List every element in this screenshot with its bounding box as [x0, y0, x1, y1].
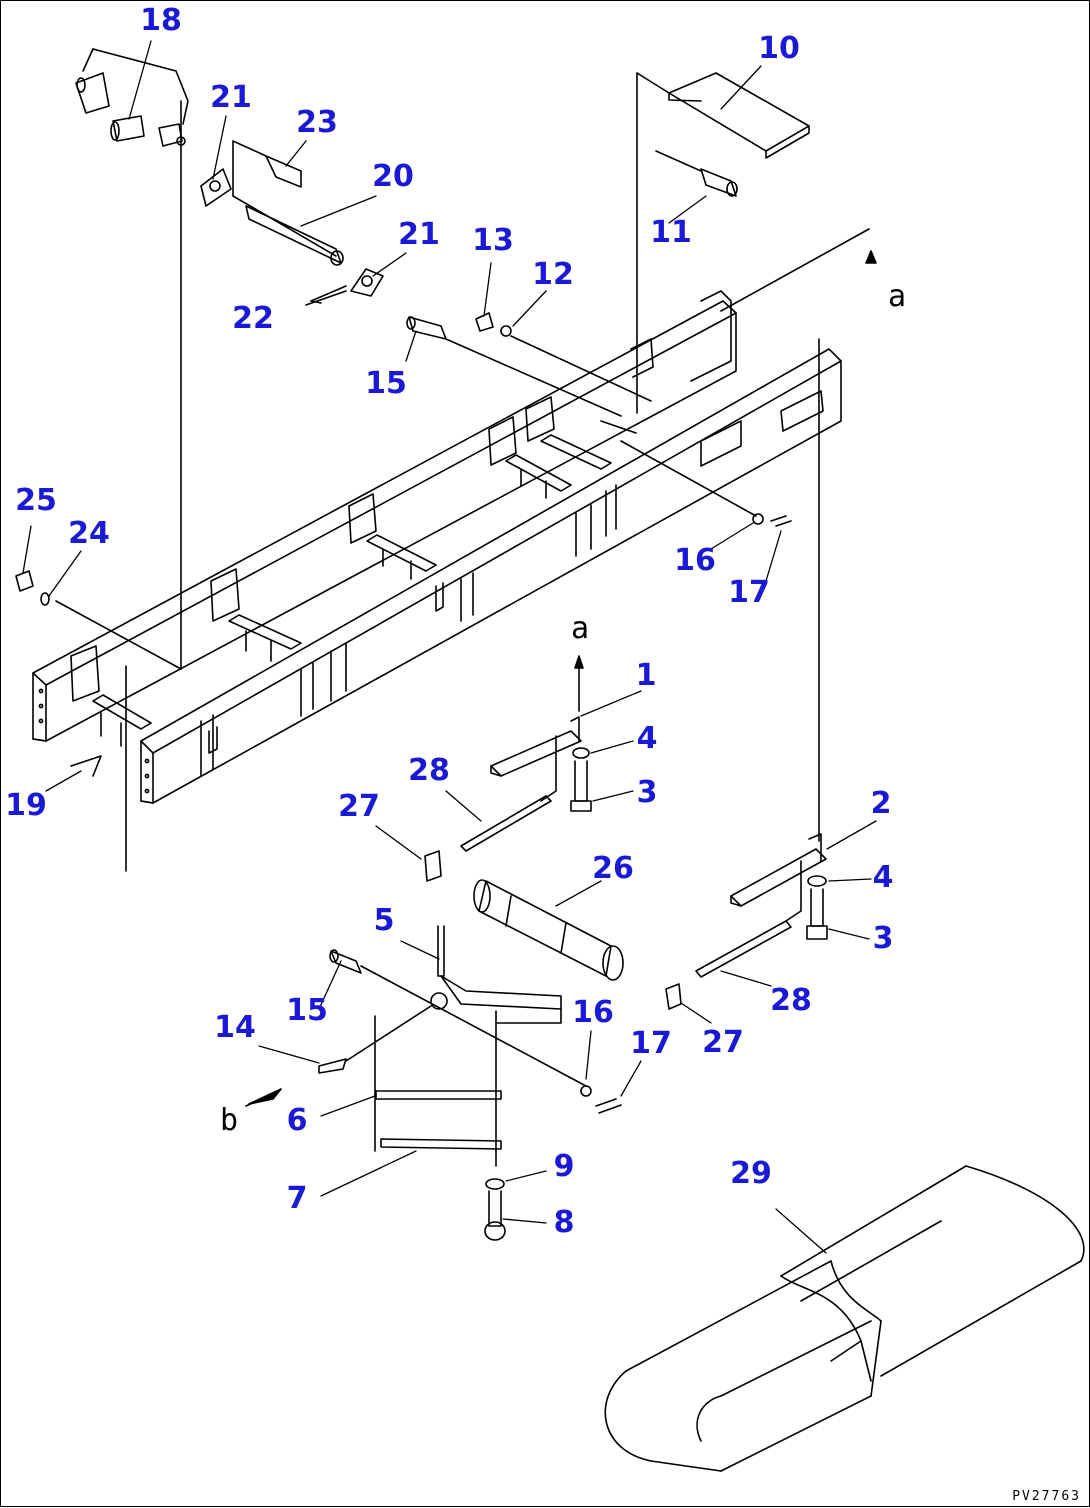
label-part-19: 19: [5, 788, 47, 823]
label-part-27: 27: [338, 789, 380, 824]
label-part-21: 21: [210, 80, 252, 115]
label-part-3: 3: [636, 775, 658, 810]
label-part-11: 11: [650, 215, 692, 250]
label-part-21: 21: [398, 217, 440, 252]
arrow-mark-a: a: [570, 611, 590, 646]
label-part-4: 4: [636, 721, 658, 756]
label-part-2: 2: [870, 786, 892, 821]
track-roller: [473, 879, 624, 981]
label-part-3: 3: [872, 921, 894, 956]
label-part-1: 1: [635, 658, 657, 693]
label-part-14: 14: [214, 1010, 256, 1045]
label-part-7: 7: [286, 1181, 308, 1216]
frame-rear-rail: [32, 290, 737, 742]
reference-arrows: [574, 228, 877, 712]
label-part-13: 13: [472, 223, 514, 258]
label-part-9: 9: [553, 1149, 575, 1184]
label-part-4: 4: [872, 860, 894, 895]
label-part-6: 6: [286, 1103, 308, 1138]
label-part-5: 5: [373, 903, 395, 938]
leader-lines: [22, 40, 877, 1254]
carrier-roller: [75, 48, 189, 147]
drawing-code: PV27763: [1012, 1489, 1081, 1504]
frame-front-rail: [140, 348, 842, 804]
label-part-18: 18: [140, 3, 182, 38]
guard-2-assembly: [665, 833, 828, 1010]
label-part-10: 10: [758, 31, 800, 66]
roller-bracket-assembly: [200, 140, 384, 306]
label-part-23: 23: [296, 105, 338, 140]
label-part-28: 28: [408, 753, 450, 788]
label-part-17: 17: [728, 575, 770, 610]
label-part-12: 12: [532, 257, 574, 292]
label-part-25: 25: [15, 483, 57, 518]
label-part-24: 24: [68, 516, 110, 551]
label-part-17: 17: [630, 1026, 672, 1061]
label-part-20: 20: [372, 159, 414, 194]
left-small-parts: [15, 100, 182, 872]
guard-1-assembly: [424, 716, 592, 882]
label-part-28: 28: [770, 983, 812, 1018]
label-part-22: 22: [232, 301, 274, 336]
label-part-16: 16: [674, 543, 716, 578]
upper-pin-parts: [406, 312, 652, 434]
label-part-27: 27: [702, 1025, 744, 1060]
frame-cross-members: [92, 434, 612, 747]
label-part-15: 15: [365, 366, 407, 401]
label-part-16: 16: [572, 995, 614, 1030]
top-cover-plate: [636, 72, 810, 414]
label-part-26: 26: [592, 851, 634, 886]
label-part-15: 15: [286, 993, 328, 1028]
label-part-29: 29: [730, 1156, 772, 1191]
arrow-mark-b: b: [219, 1103, 239, 1138]
track-belt: [604, 1165, 1085, 1472]
label-part-8: 8: [553, 1205, 575, 1240]
right-small-parts: [620, 338, 820, 842]
arrow-mark-a: a: [887, 279, 907, 314]
guard-5-assembly: [245, 925, 622, 1241]
